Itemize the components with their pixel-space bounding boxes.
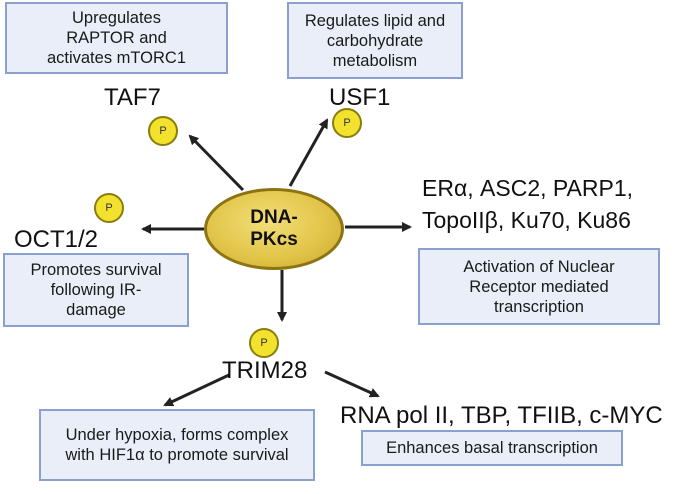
dna-pkcs-node: DNA- PKcs	[204, 188, 344, 270]
taf7-label: TAF7	[104, 84, 161, 111]
phospho-badge-oct12: P	[94, 193, 124, 223]
trim28-label: TRIM28	[222, 357, 308, 384]
oct12-effect-box: Promotes survival following IR- damage	[3, 253, 189, 327]
nuclear-receptor-effect-box: Activation of Nuclear Receptor mediated …	[418, 248, 660, 325]
basal-machinery-label: RNA pol II, TBP, TFIIB, c-MYC	[340, 402, 663, 429]
phospho-badge-trim28: P	[249, 328, 279, 358]
phospho-badge-usf1: P	[332, 108, 362, 138]
phospho-badge-taf7: P	[148, 116, 178, 146]
taf7-effect-box: Upregulates RAPTOR and activates mTORC1	[5, 2, 228, 74]
usf1-effect-box: Regulates lipid and carbohydrate metabol…	[287, 2, 463, 79]
arrow-trim28-to-hif	[163, 373, 230, 407]
nuclear-receptors-label: ERα, ASC2, PARP1, TopoIIβ, Ku70, Ku86	[422, 175, 633, 233]
arrow-to-taf7	[188, 134, 245, 192]
trim28-effect-box: Under hypoxia, forms complex with HIF1α …	[39, 409, 315, 481]
usf1-label: USF1	[329, 84, 391, 111]
basal-effect-box: Enhances basal transcription	[361, 430, 623, 466]
arrow-trim28-to-basal	[324, 370, 380, 398]
arrow-to-usf1	[288, 118, 329, 187]
oct12-label: OCT1/2	[14, 226, 99, 253]
